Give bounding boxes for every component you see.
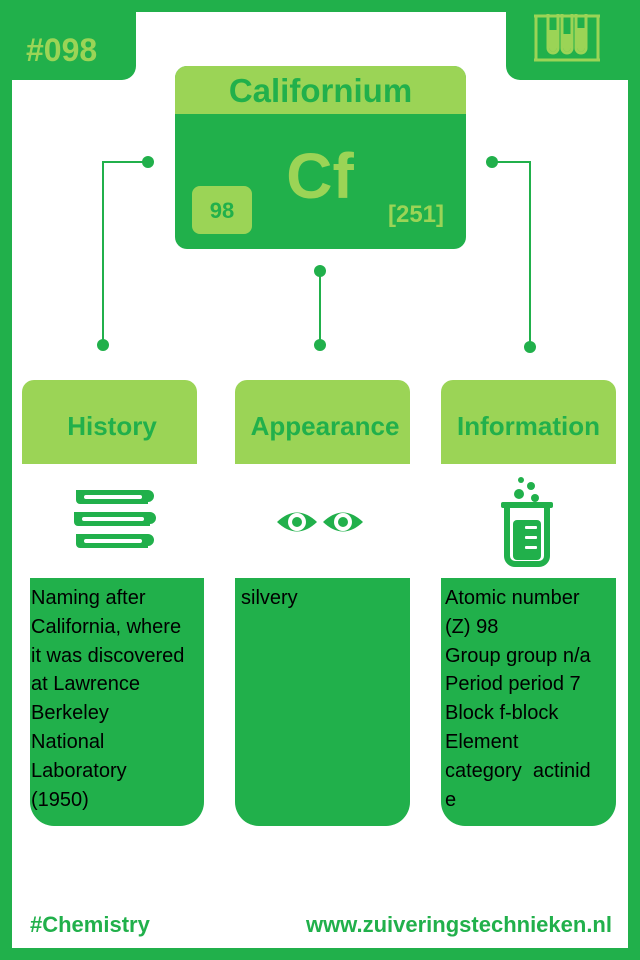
connector-dot xyxy=(142,156,154,168)
element-symbol: Cf xyxy=(286,140,354,212)
information-header xyxy=(441,380,616,464)
connector-dot xyxy=(486,156,498,168)
connector-dot xyxy=(524,341,536,353)
appearance-header xyxy=(235,380,410,464)
eyes-icon xyxy=(277,512,363,532)
website-link[interactable]: www.zuiveringstechnieken.nl xyxy=(305,912,612,937)
atomic-number-box xyxy=(192,186,252,234)
connector-dot xyxy=(97,339,109,351)
appearance-box xyxy=(235,578,410,826)
connector-dot xyxy=(314,339,326,351)
beaker-icon xyxy=(501,477,553,567)
information-text: Atomic number (Z) 98 Group group n/a Per… xyxy=(445,587,591,811)
connector-line-center xyxy=(319,271,321,345)
information-title: Information xyxy=(457,411,600,441)
element-name: Californium xyxy=(228,72,413,109)
history-title: History xyxy=(67,411,157,441)
connector-line-right xyxy=(529,161,531,347)
atomic-mass: [251] xyxy=(387,201,445,228)
element-card-header xyxy=(175,66,466,114)
information-box xyxy=(441,578,616,826)
connector-line-left xyxy=(102,161,104,345)
hashtag-text: #Chemistry xyxy=(30,912,150,937)
test-tubes-icon xyxy=(534,14,600,62)
connector-line-right-top xyxy=(492,161,530,163)
connector-dot xyxy=(314,265,326,277)
appearance-title: Appearance xyxy=(250,411,400,441)
history-text: Naming after California, where it was di… xyxy=(31,587,185,811)
issue-badge xyxy=(0,0,136,80)
connector-line-left-top xyxy=(102,161,148,163)
test-tubes-badge xyxy=(506,0,640,80)
element-card: Californium xyxy=(175,66,466,249)
issue-number: #098 xyxy=(26,32,98,68)
history-box xyxy=(30,578,204,826)
history-header xyxy=(22,380,197,464)
books-icon xyxy=(74,490,156,548)
atomic-number: 98 xyxy=(209,198,235,223)
appearance-text: silvery xyxy=(241,587,298,609)
